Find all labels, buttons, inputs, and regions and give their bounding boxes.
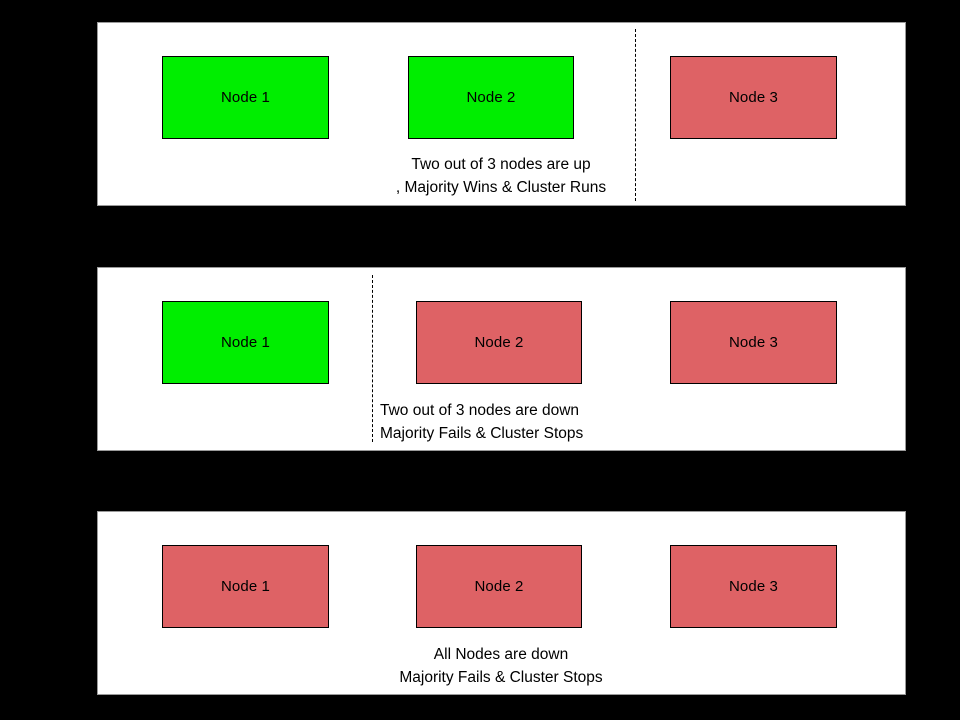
node-label: Node 2 (466, 89, 516, 106)
scenario-panel-all-down: Node 1 Node 2 Node 3 All Nodes are down … (97, 511, 906, 695)
node-label: Node 1 (221, 89, 270, 106)
scenario-panel-two-of-three-down: Node 1 Node 2 Node 3 Two out of 3 nodes … (97, 267, 906, 451)
caption-line-2: Majority Fails & Cluster Stops (380, 425, 584, 442)
node-box-panel2-node1: Node 1 (162, 301, 329, 384)
node-label: Node 3 (729, 89, 778, 106)
node-label: Node 1 (221, 578, 270, 595)
panel-caption: All Nodes are down Majority Fails & Clus… (366, 643, 636, 689)
caption-line-1: Two out of 3 nodes are down (380, 402, 580, 419)
caption-line-2: Majority Fails & Cluster Stops (399, 669, 603, 686)
caption-line-1: Two out of 3 nodes are up (411, 156, 591, 173)
node-label: Node 2 (474, 578, 524, 595)
node-box-panel3-node3: Node 3 (670, 545, 837, 628)
node-label: Node 3 (729, 334, 778, 351)
node-box-panel2-node3: Node 3 (670, 301, 837, 384)
panel-caption: Two out of 3 nodes are down Majority Fai… (380, 399, 583, 445)
scenario-panel-two-of-three-up: Node 1 Node 2 Node 3 Two out of 3 nodes … (97, 22, 906, 206)
node-label: Node 2 (474, 334, 524, 351)
quorum-divider-line (372, 275, 373, 442)
node-box-panel1-node2: Node 2 (408, 56, 574, 139)
panel-caption: Two out of 3 nodes are up , Majority Win… (366, 153, 636, 199)
quorum-divider-line (635, 29, 636, 201)
caption-line-1: All Nodes are down (433, 646, 569, 663)
node-box-panel1-node3: Node 3 (670, 56, 837, 139)
node-box-panel2-node2: Node 2 (416, 301, 582, 384)
node-label: Node 3 (729, 578, 778, 595)
node-box-panel3-node2: Node 2 (416, 545, 582, 628)
caption-line-2: , Majority Wins & Cluster Runs (395, 179, 607, 196)
node-box-panel3-node1: Node 1 (162, 545, 329, 628)
node-label: Node 1 (221, 334, 270, 351)
node-box-panel1-node1: Node 1 (162, 56, 329, 139)
